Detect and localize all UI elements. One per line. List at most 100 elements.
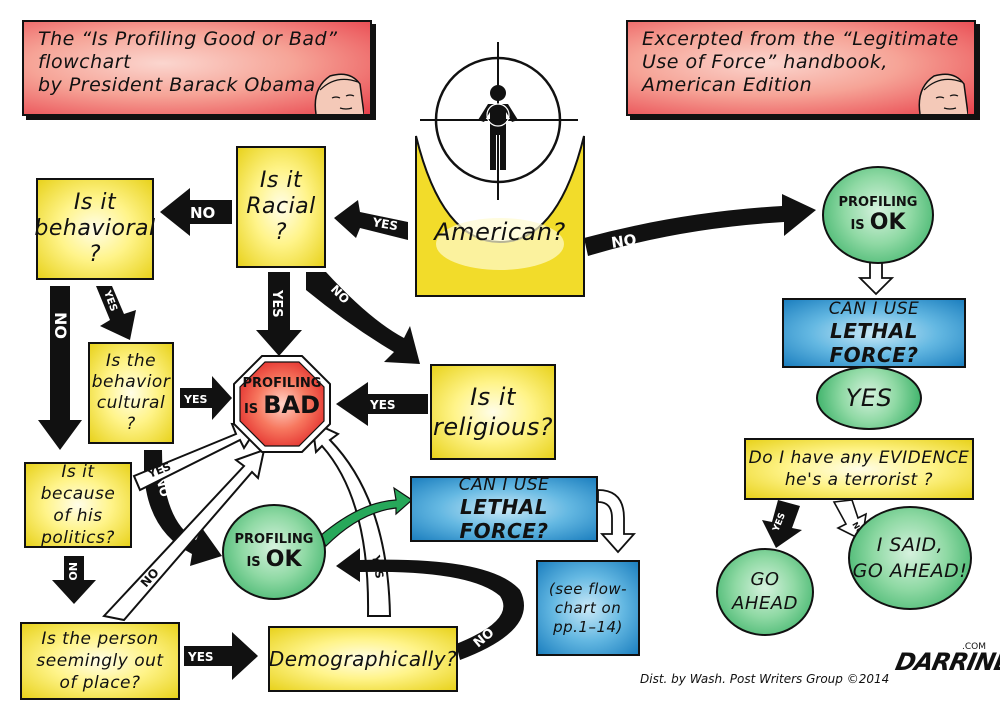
profiling-bad-label: PROFILING IS BAD <box>232 376 332 419</box>
ok-center-top-text: PROFILING <box>234 532 314 547</box>
profiling-ok-right-node: PROFILING IS OK <box>822 166 934 264</box>
see-flowchart-line-3: pp.1–14) <box>553 617 623 636</box>
profiling-ok-center-node: PROFILING IS OK <box>222 504 326 600</box>
go-ahead-line-1: GO <box>750 569 780 590</box>
lethal-center-line-2: LETHAL FORCE? <box>459 495 549 543</box>
title-line-1: The “Is Profiling Good or Bad” flowchart <box>38 28 338 73</box>
i-said-go-ahead-node: I SAID, GO AHEAD! <box>848 506 972 610</box>
handbook-line-1: Excerpted from the “Legitimate <box>642 28 959 50</box>
obama-face-icon <box>314 73 364 114</box>
arrow-label: YES <box>370 215 399 233</box>
distribution-credit: Dist. by Wash. Post Writers Group ©2014 <box>640 672 890 686</box>
evidence-node: Do I have any EVIDENCE he's a terrorist … <box>744 438 974 500</box>
arrow-politics-to-out-of-place: NO <box>52 556 96 604</box>
behavioral-line-2: behavioral <box>34 216 156 241</box>
artist-signature-suffix: .COM <box>962 642 986 652</box>
lethal-center-line-1: CAN I USE <box>458 475 550 495</box>
arrow-cultural-to-bad: YES <box>180 376 232 420</box>
religious-line-2: religious? <box>432 413 553 441</box>
lethal-force-right-node: CAN I USE LETHAL FORCE? <box>782 298 966 368</box>
arrow-label: NO <box>190 204 215 222</box>
profiling-bad-stop-sign <box>233 355 331 453</box>
behavioral-line-1: Is it <box>73 190 117 215</box>
politics-line-1: Is it because <box>40 462 116 504</box>
out-of-place-line-1: Is the person <box>41 629 159 649</box>
ok-center-is-text: IS <box>246 555 261 570</box>
politics-line-2: of his <box>53 506 103 526</box>
handbook-line-2: Use of Force” handbook, <box>642 51 888 73</box>
handbook-banner: Excerpted from the “Legitimate Use of Fo… <box>626 20 976 116</box>
crosshair-target-icon <box>420 42 578 200</box>
evidence-line-1: Do I have any EVIDENCE <box>748 448 970 468</box>
american-node-shape <box>415 135 585 297</box>
arrow-behavioral-to-cultural: YES <box>96 286 136 340</box>
said-go-ahead-line-1: I SAID, <box>876 534 944 556</box>
cultural-line-1: Is the <box>105 351 157 371</box>
racial-line-1: Is it <box>259 168 303 193</box>
ok-right-word-text: OK <box>869 210 906 235</box>
arrow-label: YES <box>187 650 214 664</box>
cultural-line-3: cultural <box>96 393 166 413</box>
arrow-evidence-yes: YES <box>762 500 802 548</box>
ok-right-is-text: IS <box>850 218 865 233</box>
artist-signature: DARRINBELL <box>893 648 1000 676</box>
arrow-label: YES <box>269 289 284 318</box>
bad-top-text: PROFILING <box>242 376 322 391</box>
behavioral-line-3: ? <box>88 242 102 267</box>
demographically-label: Demographically? <box>268 647 458 671</box>
lethal-right-line-1: CAN I USE <box>828 299 920 319</box>
title-banner: The “Is Profiling Good or Bad” flowchart… <box>22 20 372 116</box>
arrow-racial-to-religious: NO <box>306 272 420 364</box>
evidence-line-2: he's a terrorist ? <box>784 470 934 490</box>
arrow-ok-right-to-lethal <box>857 261 895 296</box>
politics-line-3: politics? <box>41 528 115 548</box>
arrow-label: YES <box>183 393 207 406</box>
cultural-line-2: behavior <box>91 372 171 392</box>
politics-node: Is it because of his politics? <box>24 462 132 548</box>
arrow-behavioral-to-politics: NO <box>38 286 82 450</box>
demographically-node: Demographically? <box>268 626 458 692</box>
arrow-label: NO <box>66 562 79 581</box>
ok-center-word-text: OK <box>265 547 302 572</box>
handbook-line-3: American Edition <box>642 74 813 96</box>
out-of-place-line-2: seemingly out <box>36 651 164 671</box>
cultural-node: Is the behavior cultural ? <box>88 342 174 444</box>
go-ahead-node: GO AHEAD <box>716 548 814 636</box>
cultural-line-4: ? <box>126 414 136 434</box>
arrow-ok-to-lethal-center <box>319 486 413 547</box>
arrow-label: NO <box>610 231 638 252</box>
person-silhouette-icon <box>478 85 518 170</box>
lethal-right-line-2: LETHAL FORCE? <box>829 319 919 367</box>
said-go-ahead-line-2: GO AHEAD! <box>852 560 968 582</box>
obama-face-icon <box>918 73 968 114</box>
arrow-racial-to-behavioral: NO <box>160 188 232 236</box>
racial-line-3: ? <box>274 220 288 245</box>
racial-node: Is it Racial ? <box>236 146 326 268</box>
bad-word-text: BAD <box>263 391 321 419</box>
see-flowchart-line-1: (see flow- <box>548 579 628 598</box>
religious-node: Is it religious? <box>430 364 556 460</box>
title-line-2: by President Barack Obama <box>38 74 316 96</box>
religious-line-1: Is it <box>470 383 516 411</box>
see-flowchart-line-2: chart on <box>554 598 622 617</box>
arrow-lethal-to-see-flowchart <box>597 489 637 554</box>
american-node: American? <box>434 218 566 246</box>
arrow-label: YES <box>369 398 396 412</box>
arrow-american-to-racial: YES <box>334 200 408 240</box>
bad-is-text: IS <box>243 402 259 417</box>
behavioral-node: Is it behavioral ? <box>34 178 156 280</box>
ok-right-top-text: PROFILING <box>838 195 918 210</box>
out-of-place-line-3: of place? <box>59 673 141 693</box>
yes-circle-node: YES <box>816 366 922 430</box>
arrow-american-to-ok-right: NO <box>584 194 816 256</box>
racial-line-2: Racial <box>246 194 316 219</box>
arrow-out-of-place-to-demographically: YES <box>184 632 258 680</box>
go-ahead-line-2: AHEAD <box>732 593 798 614</box>
arrow-religious-to-bad: YES <box>336 382 428 426</box>
lethal-force-center-node: CAN I USE LETHAL FORCE? <box>410 475 598 543</box>
out-of-place-node: Is the person seemingly out of place? <box>20 622 180 700</box>
arrow-racial-to-bad: YES <box>256 272 302 356</box>
yes-circle-label: YES <box>845 384 893 412</box>
see-flowchart-node: (see flow- chart on pp.1–14) <box>536 560 640 656</box>
